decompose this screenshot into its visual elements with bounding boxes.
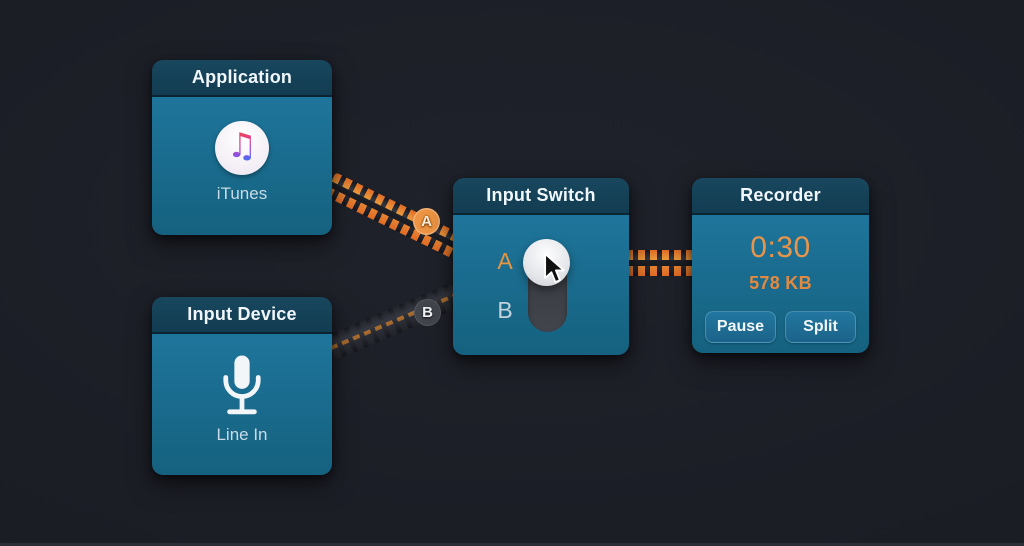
node-input-switch-body[interactable]: A B xyxy=(453,215,629,355)
node-application-header[interactable]: Application xyxy=(152,60,332,97)
recording-time: 0:30 xyxy=(750,231,811,264)
connection-application-to-input-switch xyxy=(324,172,463,258)
node-input-device[interactable]: Input Device Line In xyxy=(152,297,332,475)
recording-file-size: 578 KB xyxy=(749,273,812,293)
recorder-button-row: Pause Split xyxy=(705,311,856,343)
input-device-source-label: Line In xyxy=(216,425,268,444)
connection-input-device-to-input-switch xyxy=(325,282,462,360)
node-recorder-header[interactable]: Recorder xyxy=(692,178,869,215)
pipe-sheen xyxy=(626,250,694,276)
itunes-icon: ♫ xyxy=(215,121,269,175)
split-button[interactable]: Split xyxy=(785,311,856,343)
connection-input-switch-to-recorder xyxy=(626,250,694,276)
node-input-switch-header[interactable]: Input Switch xyxy=(453,178,629,215)
switch-option-b[interactable]: B xyxy=(497,297,513,323)
cable-badge-a: A xyxy=(413,208,440,235)
bottom-edge-divider xyxy=(0,543,1024,546)
pipe-sheen xyxy=(325,282,462,360)
node-application-title: Application xyxy=(191,67,293,87)
cable-badge-b: B xyxy=(414,299,441,326)
microphone-icon xyxy=(221,354,263,425)
pause-button[interactable]: Pause xyxy=(705,311,776,343)
node-input-switch-title: Input Switch xyxy=(486,185,596,205)
mouse-cursor-icon xyxy=(544,253,565,283)
node-input-device-header[interactable]: Input Device xyxy=(152,297,332,334)
node-recorder-body[interactable]: 0:30 578 KB Pause Split xyxy=(692,215,869,353)
node-application-body[interactable]: ♫ iTunes xyxy=(152,97,332,235)
node-input-device-body[interactable]: Line In xyxy=(152,334,332,475)
node-input-switch[interactable]: Input Switch A B xyxy=(453,178,629,355)
music-note-icon: ♫ xyxy=(226,126,258,166)
node-recorder[interactable]: Recorder 0:30 578 KB Pause Split xyxy=(692,178,869,353)
pipe-rail xyxy=(626,260,694,266)
node-application[interactable]: Application ♫ iTunes xyxy=(152,60,332,235)
pipe-sheen xyxy=(324,172,463,258)
application-source-label: iTunes xyxy=(216,184,268,203)
node-input-device-title: Input Device xyxy=(187,304,297,324)
switch-option-a[interactable]: A xyxy=(497,248,513,274)
node-recorder-title: Recorder xyxy=(740,185,821,205)
